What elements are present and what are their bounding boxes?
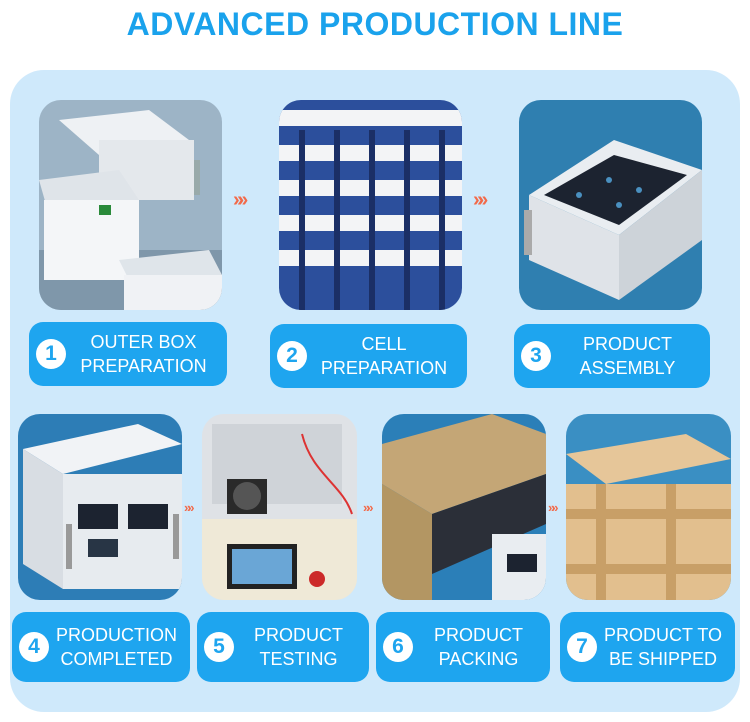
arrow-right-icon: »» <box>473 189 488 211</box>
page-title: ADVANCED PRODUCTION LINE <box>126 6 624 42</box>
step-text: CELL PREPARATION <box>320 334 448 378</box>
assembly-photo <box>519 100 702 310</box>
step-number: 4 <box>19 632 49 662</box>
step-6-label: 6 PRODUCT PACKING <box>376 612 550 682</box>
arrow-right-icon: »» <box>233 189 248 211</box>
step-7-label: 7 PRODUCT TO BE SHIPPED <box>560 612 735 682</box>
step-3-label: 3 PRODUCT ASSEMBLY <box>514 324 710 388</box>
arrow-right-icon: »» <box>363 500 374 515</box>
step-number: 6 <box>383 632 413 662</box>
step-2-label: 2 CELL PREPARATION <box>270 324 467 388</box>
step-5-label: 5 PRODUCT TESTING <box>197 612 369 682</box>
step-text: PRODUCTION COMPLETED <box>56 625 177 669</box>
step-1-label: 1 OUTER BOX PREPARATION <box>29 322 227 386</box>
step-text: PRODUCT PACKING <box>434 625 523 669</box>
cell-photo <box>279 100 462 310</box>
step-4-label: 4 PRODUCTION COMPLETED <box>12 612 190 682</box>
step-text: PRODUCT TO BE SHIPPED <box>603 625 723 669</box>
completed-photo <box>18 414 182 600</box>
step-number: 5 <box>204 632 234 662</box>
step-text: PRODUCT TESTING <box>254 625 343 669</box>
packing-photo <box>382 414 546 600</box>
step-number: 3 <box>521 341 551 371</box>
outer-box-photo <box>39 100 222 310</box>
testing-photo <box>202 414 357 600</box>
step-text: OUTER BOX PREPARATION <box>80 332 207 376</box>
shipping-photo <box>566 414 731 600</box>
step-number: 1 <box>36 339 66 369</box>
arrow-right-icon: »» <box>184 500 195 515</box>
step-number: 2 <box>277 341 307 371</box>
step-text: PRODUCT ASSEMBLY <box>579 334 676 378</box>
step-number: 7 <box>567 632 597 662</box>
arrow-right-icon: »» <box>548 500 559 515</box>
